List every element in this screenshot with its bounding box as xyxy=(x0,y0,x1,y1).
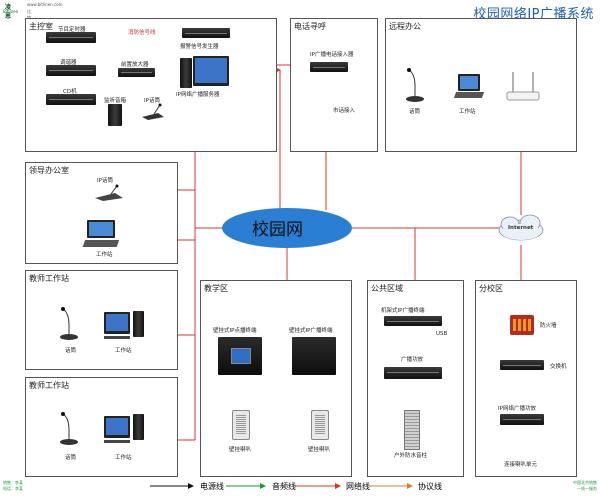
logo-cn: 凌恩 xyxy=(5,4,12,20)
remote-office-box: 远程办公 xyxy=(385,18,577,152)
leader-mic-label: IP话筒 xyxy=(97,178,113,184)
leader-office-box: 领导办公室 xyxy=(25,162,178,264)
remote-laptop-icon xyxy=(453,74,485,98)
wall-speaker-1-icon xyxy=(232,410,250,440)
section-title: 分校区 xyxy=(479,284,503,293)
rack-terminal-device xyxy=(384,316,442,326)
section-title: 领导办公室 xyxy=(29,166,69,175)
teaching-area-box: 教学区 xyxy=(200,280,352,477)
preamp-label: 前置放大器 xyxy=(121,62,149,68)
tuner-device xyxy=(46,65,96,76)
legend-network-label: 网络线 xyxy=(346,482,370,491)
section-title: 公共区域 xyxy=(371,284,403,293)
teacher1-mic-icon xyxy=(60,307,78,340)
remote-mic-icon xyxy=(406,68,424,102)
leader-workstation-label: 工作站 xyxy=(96,252,113,258)
internet-cloud-icon xyxy=(498,214,544,241)
teacher1-workstation-label: 工作站 xyxy=(115,348,132,354)
internet-label: Internet xyxy=(508,225,534,231)
public-amp-label: 广播功放 xyxy=(401,357,424,363)
wall-speaker-1-label: 壁挂喇叭 xyxy=(229,447,252,453)
phone-access-device xyxy=(310,62,348,72)
logo-en: Bitlinen xyxy=(3,9,19,14)
corner-bottom-right: 中国北京销售 一线一服务 xyxy=(573,480,597,491)
column-speaker-icon xyxy=(404,410,420,450)
monitor-speaker-label: 监听音箱 xyxy=(104,98,127,104)
wall-speaker-2-label: 壁挂喇叭 xyxy=(308,447,331,453)
wall-terminal-2-icon xyxy=(292,337,336,375)
program-timer-label: 节目定时器 xyxy=(58,27,86,33)
alarm-generator-device xyxy=(182,28,230,38)
legend-protocol-label: 协议线 xyxy=(418,482,442,491)
ip-amp-label: IP网络广播功放 xyxy=(498,406,536,412)
phone-access-label: IP广播电话接入器 xyxy=(310,52,354,58)
teacher2-workstation-label: 工作站 xyxy=(115,455,132,461)
switch-device xyxy=(500,360,544,370)
teacher2-keyboard-icon xyxy=(104,440,130,443)
wall-terminal-2-label: 壁挂式IP广播终端 xyxy=(289,328,333,334)
program-timer-device xyxy=(46,32,96,43)
campus-network-cloud xyxy=(222,208,352,248)
speaker-unit-label: 连接喇叭单元 xyxy=(504,462,538,468)
section-title: 远程办公 xyxy=(389,22,421,31)
section-title: 教学区 xyxy=(204,284,228,293)
tuner-label: 调谐器 xyxy=(60,60,77,66)
branch-campus-box: 分校区 xyxy=(475,280,577,477)
teacher-station-1-box: 教师工作站 xyxy=(25,270,178,370)
ip-amp-device xyxy=(500,414,544,425)
section-title: 主控室 xyxy=(29,22,53,31)
teacher1-tower-icon xyxy=(133,311,144,337)
public-amp-device xyxy=(384,367,442,379)
remote-workstation-label: 工作站 xyxy=(459,109,476,115)
server-tower-icon xyxy=(180,58,192,88)
preamp-device xyxy=(118,68,155,77)
usb-label: USB xyxy=(436,331,448,337)
wall-speaker-2-icon xyxy=(311,410,329,440)
monitor-speaker-icon xyxy=(108,104,122,126)
section-title: 教师工作站 xyxy=(29,381,69,390)
teacher-station-2-box: 教师工作站 xyxy=(25,377,178,477)
teacher1-monitor-icon xyxy=(104,312,130,334)
legend-power-label: 电源线 xyxy=(200,482,224,491)
teacher1-keyboard-icon xyxy=(104,336,130,339)
campus-network-label: 校园网 xyxy=(252,220,303,240)
wall-terminal-1-icon xyxy=(218,337,262,375)
cd-player-label: CD机 xyxy=(63,89,77,95)
switch-label: 交换机 xyxy=(550,364,567,370)
teacher2-mic-icon xyxy=(60,412,78,445)
teacher2-monitor-icon xyxy=(104,416,130,438)
section-title: 教师工作站 xyxy=(29,274,69,283)
leader-ip-mic-icon xyxy=(95,184,123,201)
wall-terminal-1-label: 壁挂式IP点播终端 xyxy=(213,328,257,334)
rack-terminal-label: 机架式IP广播终端 xyxy=(381,308,425,314)
column-speaker-label: 户外防水音柱 xyxy=(394,453,428,459)
phone-paging-box: 电话寻呼 xyxy=(290,18,378,152)
corner-bottom-left: 销售：李某 电话：李某 xyxy=(3,480,23,491)
router-icon xyxy=(506,72,540,101)
teacher1-mic-label: 话筒 xyxy=(65,348,77,354)
ip-mic-label: IP话筒 xyxy=(144,98,160,104)
legend-audio-label: 音频线 xyxy=(272,482,296,491)
server-monitor-icon xyxy=(193,56,229,86)
phone-line-in-label: 市话接入 xyxy=(333,108,356,114)
fire-signal-label: 消防信号线 xyxy=(128,30,156,36)
teacher2-tower-icon xyxy=(133,414,144,440)
firewall-icon xyxy=(510,315,534,335)
firewall-label: 防火墙 xyxy=(540,323,557,329)
ip-mic-icon xyxy=(142,103,164,120)
cd-player-device xyxy=(46,94,96,105)
leader-laptop-icon xyxy=(82,220,120,246)
section-title: 电话寻呼 xyxy=(294,22,326,31)
teacher2-mic-label: 话筒 xyxy=(65,455,77,461)
logo-url: www.bitlinen.com xyxy=(27,2,63,7)
alarm-generator-label: 报警信号发生器 xyxy=(180,44,219,50)
remote-mic-label: 话筒 xyxy=(409,109,421,115)
server-label: IP网络广播服务器 xyxy=(176,92,220,98)
